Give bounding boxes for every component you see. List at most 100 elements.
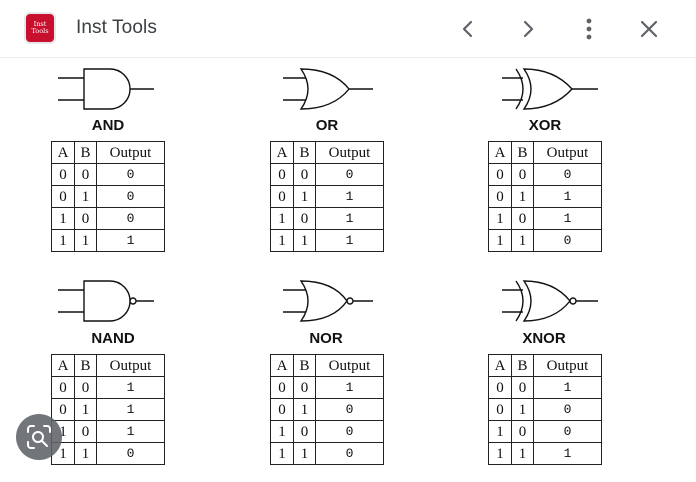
cell-b: 0 <box>293 207 316 230</box>
logo-text-line2: Tools <box>31 27 49 35</box>
table-header-b: B <box>74 354 97 377</box>
cell-a: 0 <box>488 398 512 421</box>
cell-output: 0 <box>533 420 602 443</box>
cell-a: 0 <box>488 163 512 186</box>
table-row: 1 0 0 <box>51 207 165 230</box>
truth-table-nor: A B Output 0 0 1 0 1 0 1 0 0 1 1 0 <box>270 354 384 465</box>
gate-name-nor: NOR <box>309 330 343 347</box>
cell-a: 1 <box>488 229 512 252</box>
table-row: 0 0 0 <box>270 163 384 186</box>
more-options-button[interactable] <box>572 12 606 46</box>
cell-a: 0 <box>51 185 75 208</box>
table-row: 1 1 0 <box>270 442 384 465</box>
table-header-output: Output <box>96 354 165 377</box>
or-gate-symbol <box>283 66 383 114</box>
cell-output: 1 <box>96 376 165 399</box>
cell-b: 1 <box>511 442 534 465</box>
cell-output: 0 <box>315 442 384 465</box>
cell-a: 0 <box>51 163 75 186</box>
cell-a: 0 <box>270 163 294 186</box>
cell-b: 1 <box>74 185 97 208</box>
cell-a: 1 <box>270 442 294 465</box>
cell-b: 1 <box>511 229 534 252</box>
cell-output: 1 <box>533 442 602 465</box>
table-row: 0 1 1 <box>270 185 384 208</box>
cell-output: 0 <box>315 398 384 421</box>
table-row: 0 0 1 <box>488 376 602 399</box>
cell-output: 1 <box>315 229 384 252</box>
truth-table-xnor: A B Output 0 0 1 0 1 0 1 0 0 1 1 1 <box>488 354 602 465</box>
cell-output: 0 <box>315 163 384 186</box>
cell-a: 0 <box>51 376 75 399</box>
cell-output: 0 <box>96 207 165 230</box>
truth-table-or: A B Output 0 0 0 0 1 1 1 0 1 1 1 1 <box>270 141 384 252</box>
table-header-a: A <box>270 354 294 377</box>
table-header-a: A <box>488 354 512 377</box>
gate-name-xor: XOR <box>528 117 562 134</box>
cell-a: 1 <box>488 442 512 465</box>
top-app-bar: Inst Tools Inst Tools <box>0 0 696 58</box>
cell-b: 1 <box>74 398 97 421</box>
cell-a: 0 <box>488 185 512 208</box>
previous-button[interactable] <box>451 12 485 46</box>
table-row: 1 0 1 <box>488 207 602 230</box>
cell-output: 0 <box>533 229 602 252</box>
cell-output: 1 <box>533 376 602 399</box>
cell-b: 0 <box>511 163 534 186</box>
cell-b: 0 <box>511 207 534 230</box>
camera-search-icon <box>27 425 51 449</box>
table-row: 0 0 1 <box>51 376 165 399</box>
cell-b: 1 <box>511 185 534 208</box>
cell-output: 0 <box>96 442 165 465</box>
cell-a: 1 <box>51 207 75 230</box>
gate-name-nand: NAND <box>91 330 135 347</box>
table-row: 0 1 0 <box>488 398 602 421</box>
cell-output: 0 <box>96 185 165 208</box>
table-header-b: B <box>293 354 316 377</box>
cell-b: 0 <box>74 207 97 230</box>
cell-b: 1 <box>293 185 316 208</box>
cell-b: 1 <box>293 398 316 421</box>
table-row: 1 0 0 <box>270 420 384 443</box>
close-button[interactable] <box>632 12 666 46</box>
cell-output: 1 <box>533 207 602 230</box>
cell-a: 1 <box>488 207 512 230</box>
table-row: 1 1 1 <box>270 229 384 252</box>
xor-gate-symbol <box>502 66 602 114</box>
table-header-a: A <box>51 354 75 377</box>
cell-output: 1 <box>315 207 384 230</box>
app-logo[interactable]: Inst Tools <box>24 12 56 44</box>
cell-output: 1 <box>533 185 602 208</box>
table-header-a: A <box>270 141 294 164</box>
table-row: 1 0 0 <box>488 420 602 443</box>
table-header-output: Output <box>315 141 384 164</box>
cell-b: 0 <box>74 420 97 443</box>
nand-gate-symbol <box>58 278 158 326</box>
next-button[interactable] <box>511 12 545 46</box>
table-row: 1 0 1 <box>270 207 384 230</box>
cell-a: 1 <box>270 207 294 230</box>
cell-b: 0 <box>293 163 316 186</box>
cell-a: 0 <box>488 376 512 399</box>
table-row: 1 1 0 <box>488 229 602 252</box>
cell-a: 0 <box>270 376 294 399</box>
cell-output: 0 <box>533 398 602 421</box>
cell-a: 0 <box>270 398 294 421</box>
chevron-left-icon <box>462 20 473 38</box>
cell-b: 0 <box>511 420 534 443</box>
table-header-b: B <box>293 141 316 164</box>
table-header-a: A <box>488 141 512 164</box>
table-header-output: Output <box>533 354 602 377</box>
cell-b: 0 <box>293 376 316 399</box>
logo-text-line1: Inst <box>33 20 47 28</box>
table-row: 0 1 0 <box>270 398 384 421</box>
cell-output: 1 <box>96 420 165 443</box>
cell-output: 1 <box>315 185 384 208</box>
table-header-output: Output <box>315 354 384 377</box>
cell-output: 0 <box>96 163 165 186</box>
table-row: 1 0 1 <box>51 420 165 443</box>
table-header-output: Output <box>96 141 165 164</box>
visual-search-button[interactable] <box>16 414 62 460</box>
table-header-a: A <box>51 141 75 164</box>
truth-table-and: A B Output 0 0 0 0 1 0 1 0 0 1 1 1 <box>51 141 165 252</box>
